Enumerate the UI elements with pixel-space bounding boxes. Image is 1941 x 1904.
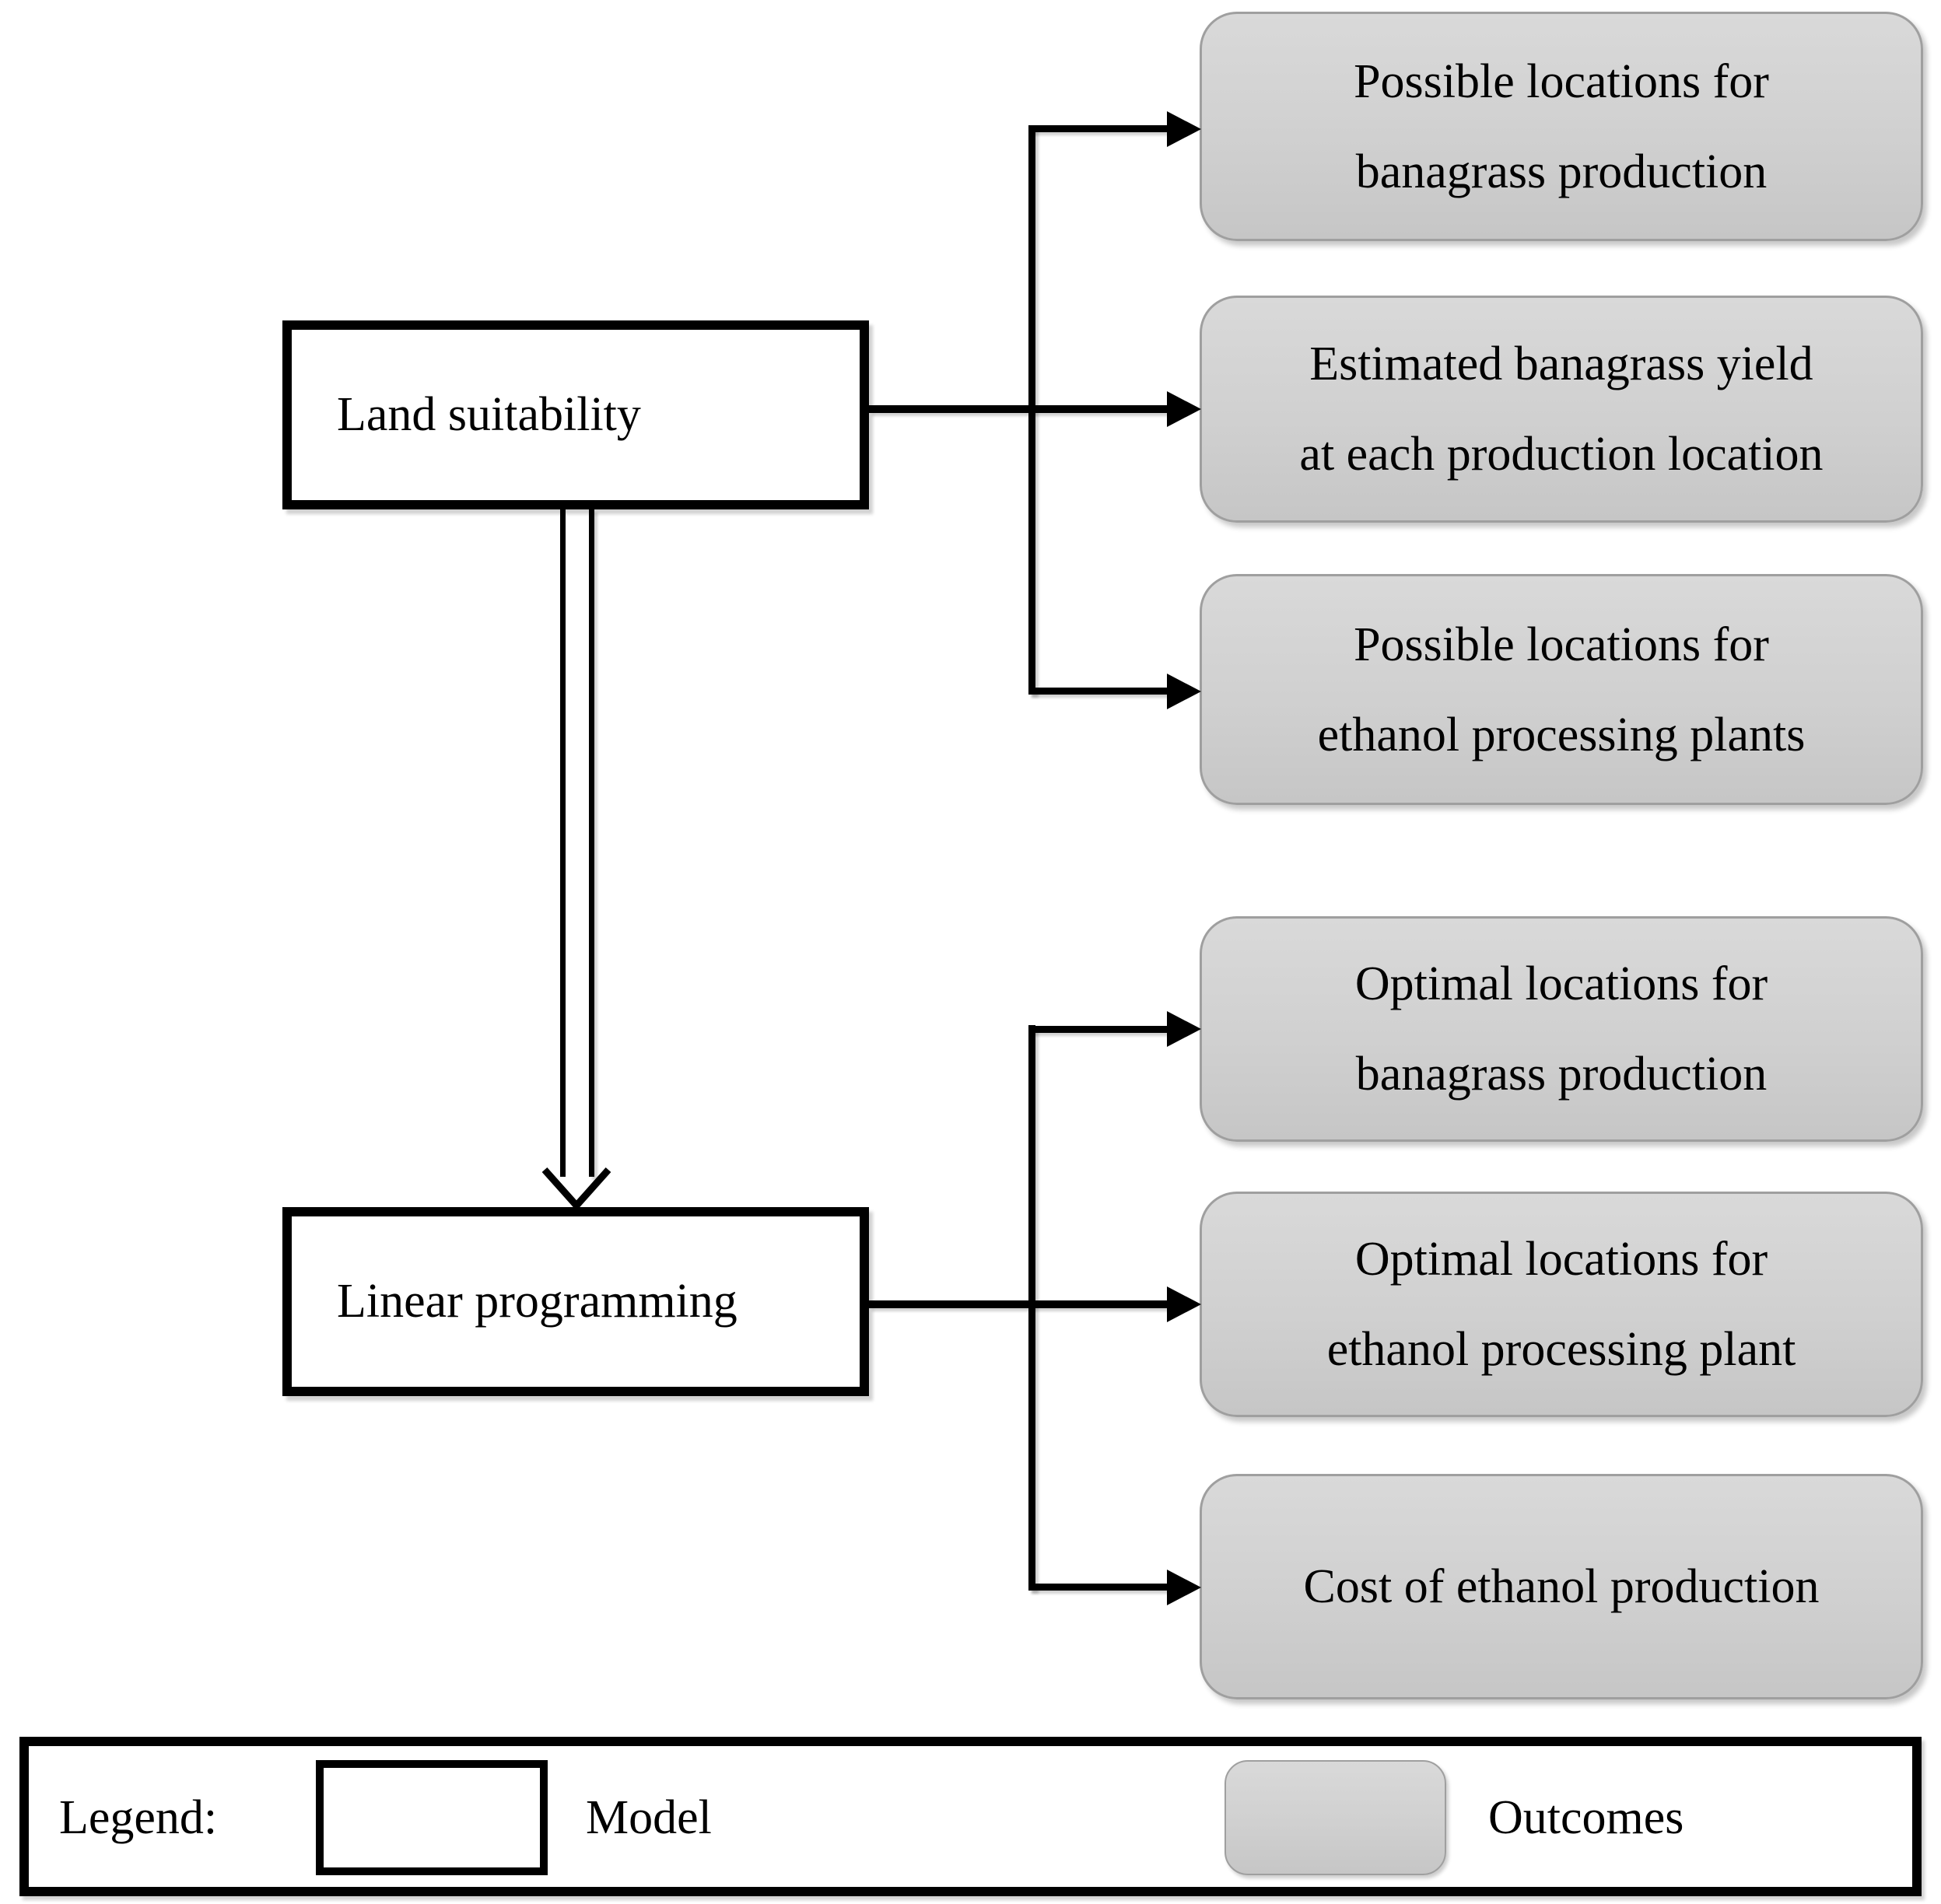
arrow-head-icon: [1167, 111, 1201, 147]
arrow-head-icon: [1167, 674, 1201, 709]
outcome-label: Possible locations for banagrass product…: [1354, 54, 1769, 198]
connector-land-top-line: [1028, 125, 1172, 132]
double-arrow-left-line: [560, 509, 566, 1177]
connector-linear-top-line: [1028, 1026, 1172, 1033]
double-arrow-right-line: [589, 509, 594, 1177]
legend-outcomes-swatch: [1225, 1760, 1446, 1875]
legend-outcomes-label: Outcomes: [1488, 1791, 1684, 1844]
outcome-label: Optimal locations for banagrass producti…: [1354, 957, 1768, 1101]
outcome-possible-locations-ethanol-plants: Possible locations for ethanol processin…: [1200, 574, 1923, 805]
node-land-suitability-label: Land suitability: [337, 388, 641, 441]
outcome-optimal-locations-banagrass: Optimal locations for banagrass producti…: [1200, 916, 1923, 1142]
legend-title: Legend:: [59, 1791, 218, 1844]
connector-land-main-line: [869, 405, 1172, 413]
arrow-head-icon: [1167, 1570, 1201, 1605]
node-linear-programming: Linear programming: [282, 1207, 869, 1396]
connector-linear-main-line: [869, 1300, 1172, 1308]
node-land-suitability: Land suitability: [282, 320, 869, 509]
outcome-optimal-locations-ethanol-plant: Optimal locations for ethanol processing…: [1200, 1192, 1923, 1417]
arrow-head-icon: [1167, 391, 1201, 427]
chevron-down-arrow-head-icon: [541, 1167, 611, 1211]
connector-land-branch-line: [1028, 125, 1035, 695]
node-linear-programming-label: Linear programming: [337, 1275, 738, 1328]
legend-model-label: Model: [586, 1791, 712, 1844]
connector-linear-branch-line: [1028, 1025, 1035, 1591]
connector-linear-bottom-line: [1028, 1584, 1172, 1591]
outcome-label: Optimal locations for ethanol processing…: [1326, 1233, 1796, 1376]
legend-model-swatch: [316, 1760, 548, 1875]
outcome-cost-of-ethanol-production: Cost of ethanol production: [1200, 1474, 1923, 1699]
outcome-label: Cost of ethanol production: [1303, 1560, 1820, 1613]
outcome-label: Estimated banagrass yield at each produc…: [1299, 338, 1824, 481]
connector-land-bottom-line: [1028, 688, 1172, 695]
outcome-label: Possible locations for ethanol processin…: [1317, 618, 1806, 761]
arrow-head-icon: [1167, 1011, 1201, 1047]
outcome-estimated-banagrass-yield: Estimated banagrass yield at each produc…: [1200, 296, 1923, 523]
outcome-possible-locations-banagrass: Possible locations for banagrass product…: [1200, 12, 1923, 241]
arrow-head-icon: [1167, 1286, 1201, 1322]
